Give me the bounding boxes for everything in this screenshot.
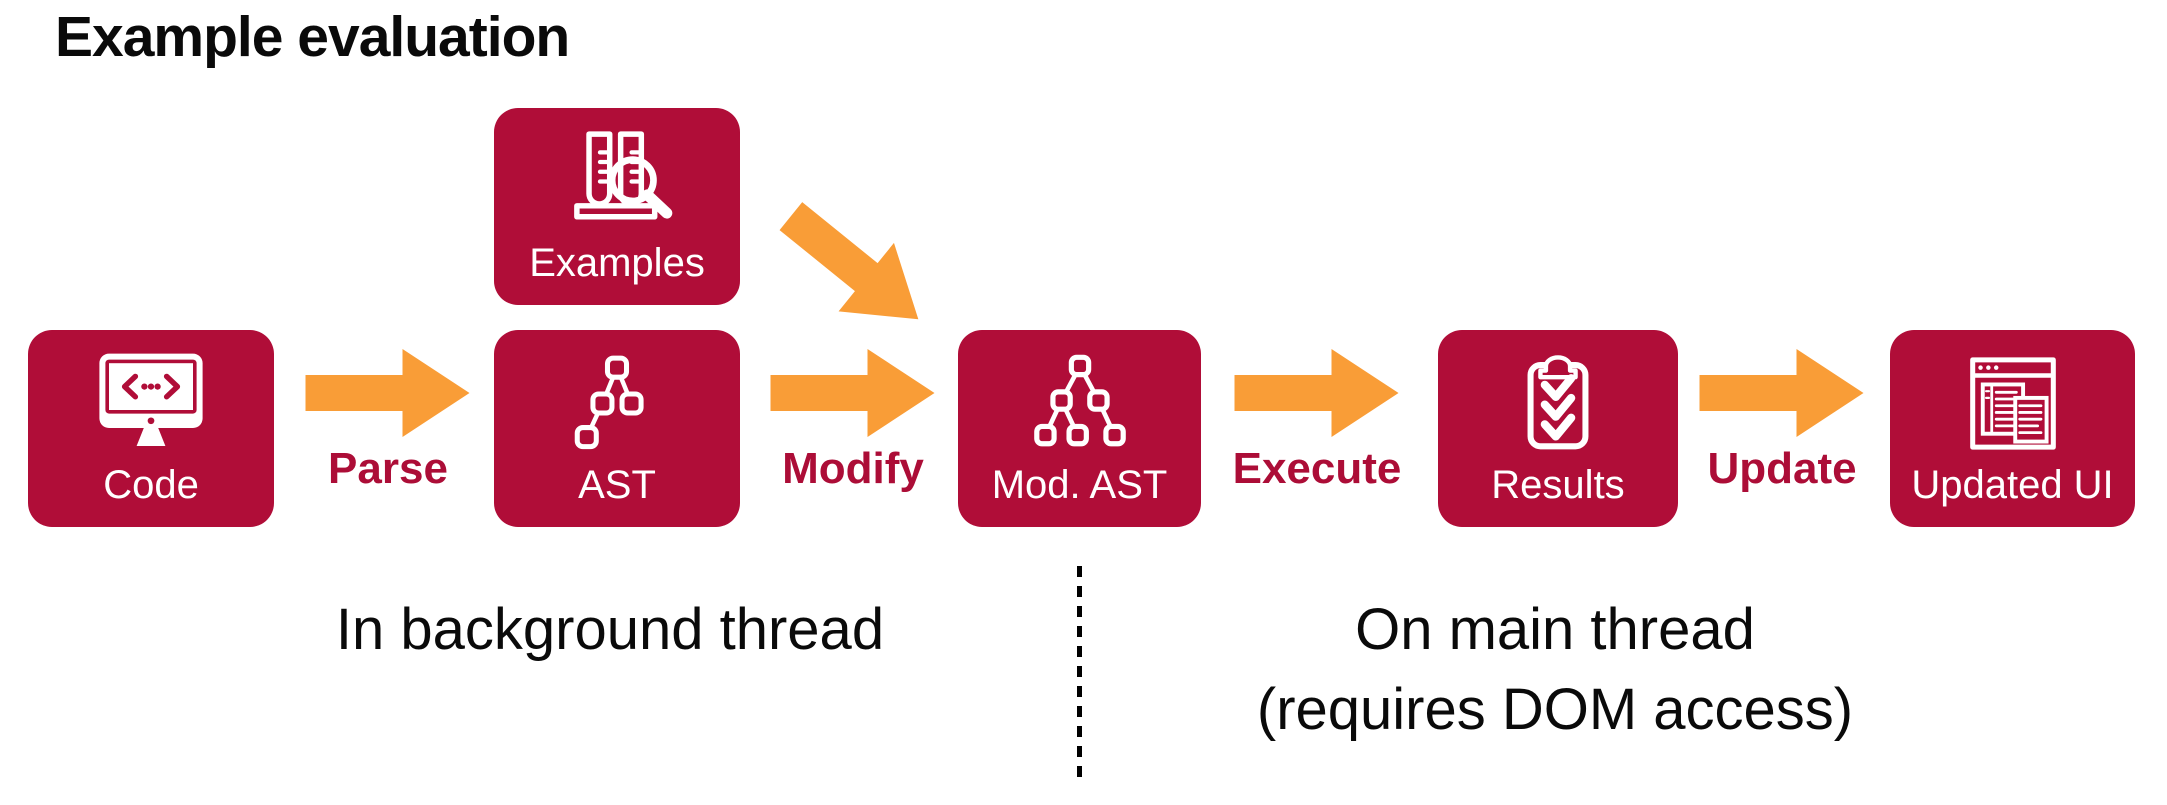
update-label: Update bbox=[1707, 444, 1857, 493]
modify-step: Modify bbox=[768, 347, 938, 491]
main-thread-line2: (requires DOM access) bbox=[1256, 677, 1854, 743]
parse-label: Parse bbox=[328, 444, 448, 493]
updated-ui-window-icon bbox=[1957, 330, 2069, 465]
node-updated-ui-label: Updated UI bbox=[1911, 463, 2114, 507]
node-examples-label: Examples bbox=[529, 241, 705, 285]
node-code: Code bbox=[28, 330, 274, 527]
main-thread-label: On main thread (requires DOM access) bbox=[1160, 590, 1950, 750]
arrow-right-icon bbox=[1234, 349, 1399, 437]
arrow-diagonal-down-right-icon bbox=[763, 181, 947, 354]
main-thread-line1: On main thread bbox=[1355, 597, 1755, 662]
thread-divider-dotted-line bbox=[1077, 566, 1082, 778]
arrow-right-icon bbox=[770, 349, 935, 437]
results-clipboard-icon bbox=[1503, 330, 1613, 465]
arrow-right-icon bbox=[305, 349, 470, 437]
code-monitor-icon bbox=[91, 330, 211, 465]
execute-step: Execute bbox=[1232, 347, 1402, 491]
execute-label: Execute bbox=[1232, 444, 1402, 493]
modify-label: Modify bbox=[782, 444, 924, 493]
diagram-title: Example evaluation bbox=[55, 5, 570, 69]
node-ast-label: AST bbox=[578, 463, 656, 507]
update-step: Update bbox=[1697, 347, 1867, 491]
background-thread-label: In background thread bbox=[335, 597, 885, 662]
ast-tree-icon bbox=[561, 330, 673, 465]
node-results: Results bbox=[1438, 330, 1678, 527]
node-results-label: Results bbox=[1491, 463, 1625, 507]
node-examples: Examples bbox=[494, 108, 740, 305]
node-mod-ast-label: Mod. AST bbox=[991, 463, 1168, 507]
node-mod-ast: Mod. AST bbox=[958, 330, 1201, 527]
arrow-right-icon bbox=[1699, 349, 1864, 437]
parse-step: Parse bbox=[303, 347, 473, 491]
node-code-label: Code bbox=[103, 463, 199, 507]
examples-testtubes-icon bbox=[556, 108, 678, 243]
mod-ast-tree-icon bbox=[1021, 330, 1139, 465]
node-updated-ui: Updated UI bbox=[1890, 330, 2135, 527]
node-ast: AST bbox=[494, 330, 740, 527]
